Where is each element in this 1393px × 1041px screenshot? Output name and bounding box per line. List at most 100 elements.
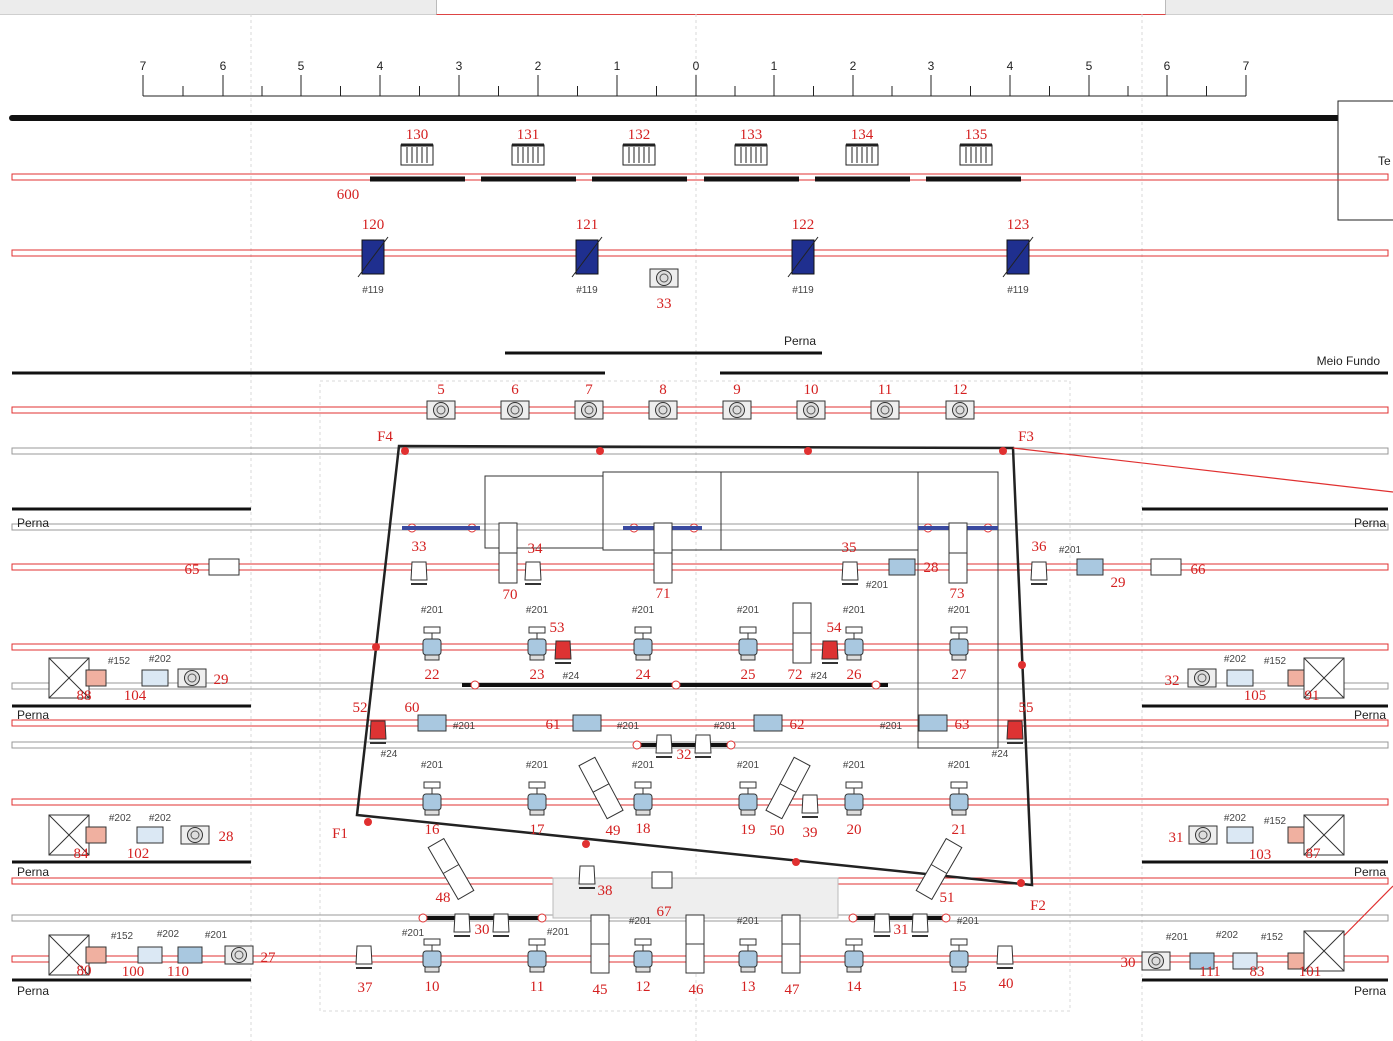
rack-49 [578, 756, 624, 820]
mover-base [423, 626, 441, 634]
mover-base [528, 938, 546, 946]
side-body [572, 714, 602, 732]
par-lens [952, 402, 968, 418]
fixture-tag: #202 [109, 813, 132, 824]
mover-lens [740, 966, 756, 973]
side-body [177, 946, 203, 964]
blue-light [1002, 236, 1034, 278]
moving-head [527, 938, 547, 973]
profile-body [578, 865, 596, 885]
fixture-number: 21 [952, 822, 967, 838]
strip-light [511, 143, 545, 166]
mover-head [949, 950, 969, 968]
fixture-tag: #201 [547, 927, 570, 938]
mover-base [634, 626, 652, 634]
fixture-number: 88 [77, 688, 92, 704]
moving-head [633, 938, 653, 973]
mover-lens [635, 654, 651, 661]
profile-body [410, 561, 428, 581]
side-unit [85, 826, 107, 844]
rack-50 [765, 756, 811, 820]
profile-38 [578, 865, 596, 889]
strip-light [734, 143, 768, 166]
mover-head [527, 793, 547, 811]
mover-lens [529, 966, 545, 973]
side-cross-101 [1303, 930, 1345, 972]
fixture-number: 17 [530, 822, 546, 838]
fixture-number: 54 [827, 620, 843, 636]
fixture-number: 23 [530, 667, 545, 683]
ruler-tick-label: 6 [220, 59, 227, 73]
side-unit [137, 946, 163, 964]
side-body [141, 669, 169, 687]
truss-corner-label: F1 [332, 826, 348, 842]
side-body [1226, 669, 1254, 687]
box-split [930, 864, 948, 874]
truss-point [792, 858, 800, 866]
fixture-number: 26 [847, 667, 863, 683]
rack-51 [915, 837, 963, 901]
par-can [177, 668, 207, 688]
moving-head [949, 626, 969, 661]
fixture-number: 32 [1165, 673, 1180, 689]
moving-head [738, 781, 758, 816]
fixture-number: 22 [425, 667, 440, 683]
fixture-tag: #152 [1264, 816, 1287, 827]
mover-lens [740, 654, 756, 661]
mover-lens [424, 966, 440, 973]
fixture-tag: #202 [149, 813, 172, 824]
par-ring [584, 405, 594, 415]
profile-40 [996, 945, 1014, 969]
active-view-tab[interactable] [436, 0, 1166, 15]
batten-pipe [11, 447, 1389, 455]
truss-point [804, 447, 812, 455]
fixture-tag: #152 [1264, 656, 1287, 667]
rack-45 [590, 914, 610, 974]
profile-32b [694, 734, 712, 758]
fixture-number: 66 [1191, 562, 1207, 578]
mover-base [634, 781, 652, 789]
fixture-tag: #201 [629, 916, 652, 927]
par-ring [1197, 673, 1207, 683]
profile-body [655, 734, 673, 754]
mover-base [634, 938, 652, 946]
moving-head [633, 781, 653, 816]
fixture-tag: #201 [632, 605, 655, 616]
profile-body [821, 640, 839, 660]
set-pieces [484, 471, 999, 919]
mover-base [845, 938, 863, 946]
electric-pipe [11, 719, 1389, 727]
truss-point [596, 447, 604, 455]
mover-base [845, 626, 863, 634]
fixture-tag: #119 [362, 285, 384, 296]
par-lens [507, 402, 523, 418]
par-lens [1194, 670, 1210, 686]
mover-lens [424, 654, 440, 661]
fixture-number: 35 [842, 540, 857, 556]
ruler-tick-label: 3 [456, 59, 463, 73]
fixture-number: 11 [530, 979, 544, 995]
cross-line [1303, 814, 1345, 856]
fixture-number: 37 [358, 980, 374, 996]
mover-head [949, 793, 969, 811]
fixtures [48, 143, 1345, 976]
fixture-number: 12 [636, 979, 651, 995]
side-cross-87 [1303, 814, 1345, 856]
mover-head [738, 638, 758, 656]
ruler-tick-label: 1 [614, 59, 621, 73]
fixture-number: 10 [804, 382, 819, 398]
fixture-number: 130 [406, 127, 429, 143]
fixture-number: 19 [741, 822, 756, 838]
box-split [442, 864, 460, 874]
side-unit [1226, 826, 1254, 844]
par-lens [1148, 953, 1164, 969]
side-unit [85, 946, 107, 964]
cross-line [1303, 657, 1345, 699]
fixture-number: 100 [122, 964, 145, 980]
fixture-tag: #201 [737, 605, 760, 616]
par-lens [877, 402, 893, 418]
fixture-number: 47 [785, 982, 801, 998]
fixture-number: 27 [952, 667, 968, 683]
rack-46 [685, 914, 705, 974]
